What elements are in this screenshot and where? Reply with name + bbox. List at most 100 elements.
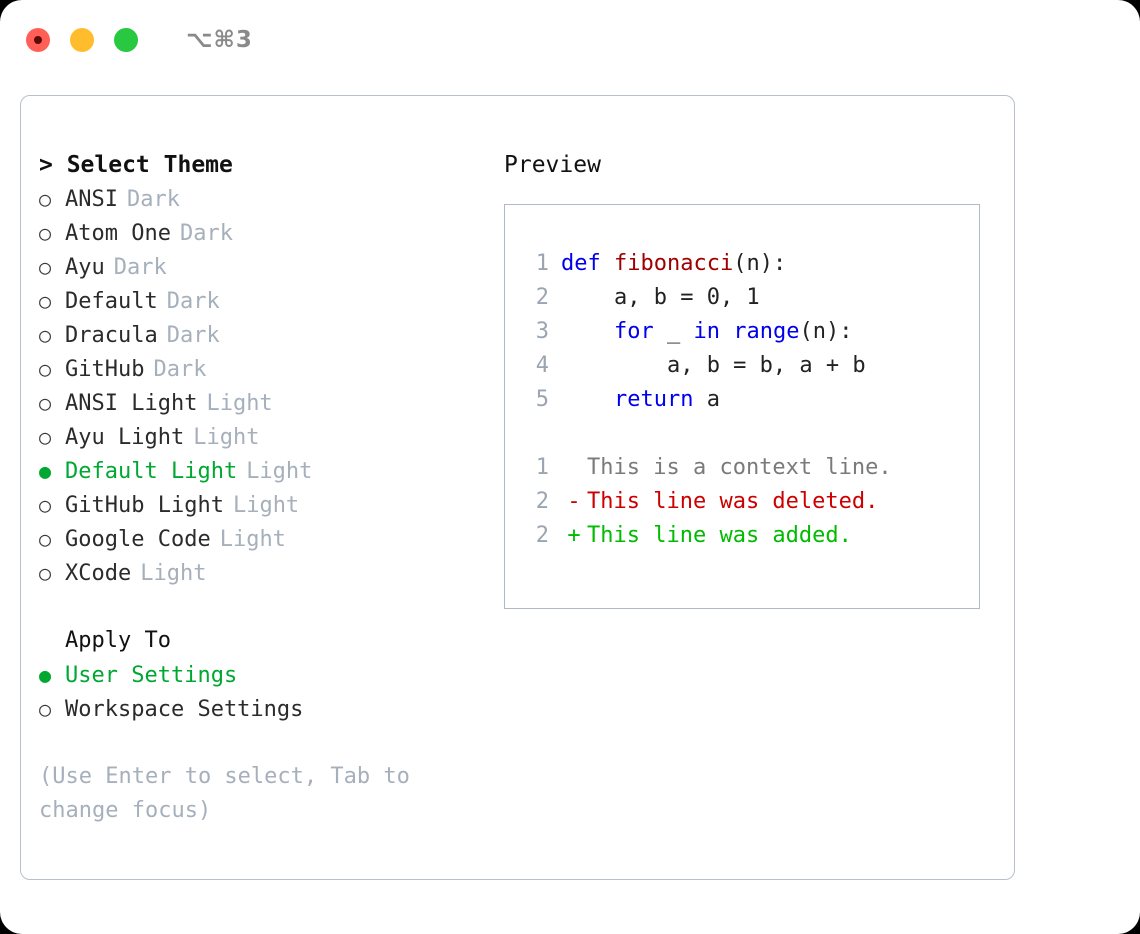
code-token: a, b = b, a + b [561,353,866,378]
apply-to-item-label: User Settings [65,663,238,688]
code-text: def fibonacci(n): [561,247,786,281]
theme-item-label: Ayu Light [65,425,185,450]
theme-item-variant-badge: Dark [113,255,167,280]
apply-to-item-workspace-settings[interactable]: ○Workspace Settings [39,692,486,726]
theme-item-variant-badge: Light [206,391,273,416]
theme-item-variant-badge: Dark [166,323,220,348]
code-text: a, b = b, a + b [561,349,866,383]
theme-item-variant-badge: Light [193,425,260,450]
code-token: in [693,319,720,344]
code-token: for [613,319,654,344]
line-number: 3 [535,319,549,344]
line-number: 1 [535,455,549,480]
code-token: return [613,387,694,412]
apply-to-item-label: Workspace Settings [65,697,304,722]
code-line: 4 a, b = b, a + b [521,349,979,383]
theme-item-variant-badge: Light [232,493,300,518]
line-number: 2 [535,489,549,514]
diff-marker: + [567,523,581,548]
line-number: 5 [535,387,549,412]
theme-item-label: Dracula [65,323,158,348]
theme-item-ayu-light[interactable]: ○ Ayu Light Light [39,420,486,454]
radio-unselected-icon: ○ [39,187,52,211]
maximize-dot[interactable] [114,28,138,52]
theme-item-label: Default [65,289,158,314]
radio-unselected-icon: ○ [39,289,52,313]
preview-gap [521,417,979,451]
theme-item-variant-badge: Dark [126,187,180,212]
theme-item-label: GitHub [65,357,145,382]
diff-text: This line was added. [587,523,852,548]
theme-item-variant-badge: Light [140,561,207,586]
radio-unselected-icon: ○ [39,323,52,347]
theme-item-label: GitHub Light [65,493,224,518]
apply-to-heading: Apply To [65,628,171,653]
line-number: 4 [535,353,549,378]
line-number: 2 [535,523,549,548]
radio-selected-icon: ● [39,459,52,483]
diff-sample: 1 This is a context line.2-This line was… [521,451,979,553]
code-token: _ [653,319,694,344]
theme-item-ansi[interactable]: ○ ANSI Dark [39,182,486,216]
preview-heading: Preview [504,152,601,178]
code-line: 3 for _ in range(n): [521,315,979,349]
minimize-dot[interactable] [70,28,94,52]
diff-text: This is a context line. [587,455,892,480]
code-token [561,319,614,344]
radio-selected-icon: ● [39,663,52,687]
theme-item-label: Google Code [65,527,211,552]
list-spacer [39,590,486,624]
code-token: a [693,387,720,412]
theme-item-dracula[interactable]: ○ Dracula Dark [39,318,486,352]
radio-unselected-icon: ○ [39,425,52,449]
code-text: for _ in range(n): [561,315,852,349]
apply-to-item-user-settings[interactable]: ● User Settings [39,658,486,692]
diff-marker [561,451,587,485]
line-number: 2 [535,285,549,310]
theme-item-label: ANSI Light [65,391,198,416]
theme-item-variant-badge: Dark [153,357,207,382]
keyboard-hint: (Use Enter to select, Tab to change focu… [39,764,410,823]
close-dot[interactable] [26,28,50,52]
theme-item-label: Atom One [65,221,171,246]
theme-item-label: ANSI [65,187,118,212]
code-line: 5 return a [521,383,979,417]
line-number: 1 [535,251,549,276]
diff-line: 2-This line was deleted. [521,485,979,519]
theme-item-variant-badge: Dark [179,221,233,246]
page-title: > Select Theme [39,152,233,178]
code-line: 1 def fibonacci(n): [521,247,979,281]
title-bar: ⌥⌘3 [0,0,1140,80]
code-text: return a [561,383,720,417]
radio-unselected-icon: ○ [39,391,52,415]
theme-item-ansi-light[interactable]: ○ ANSI Light Light [39,386,486,420]
diff-line: 1 This is a context line. [521,451,979,485]
code-token: (n): [733,251,787,276]
diff-line: 2 +This line was added. [521,519,979,553]
diff-text: This line was deleted. [587,489,879,514]
theme-item-label: XCode [65,561,132,586]
radio-unselected-icon: ○ [39,527,52,551]
apply-to-list[interactable]: ● User Settings ○Workspace Settings [39,658,486,726]
keyboard-shortcut-label: ⌥⌘3 [186,27,253,53]
code-token: range [733,319,800,344]
theme-item-label: Ayu [65,255,105,280]
diff-marker: - [567,489,581,514]
code-token [720,319,733,344]
code-token: (n): [799,319,853,344]
